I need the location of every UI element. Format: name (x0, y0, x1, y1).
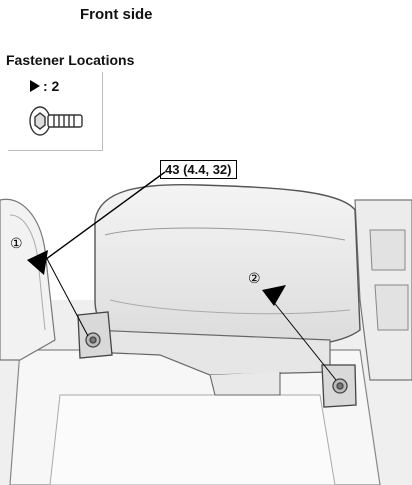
fastener-marker-2 (262, 285, 286, 306)
leader-line-2 (271, 299, 337, 381)
leader-line-1b (44, 254, 89, 337)
black-triangle-icon (30, 80, 40, 92)
left-bracket (77, 311, 113, 359)
callout-2: ② (248, 271, 261, 287)
torque-spec-label: 43 (4.4, 32) (160, 160, 237, 179)
bolt-icon (29, 106, 83, 136)
fastener-legend: : 2 (8, 72, 103, 151)
right-bracket (321, 364, 357, 408)
fastener-marker-1 (27, 250, 48, 275)
page-heading: Front side (80, 6, 153, 23)
legend-count: : 2 (43, 78, 60, 94)
section-title: Fastener Locations (6, 52, 135, 68)
seat-cushion (94, 183, 361, 347)
callout-1: ① (10, 236, 23, 252)
leader-line-1 (37, 171, 166, 266)
legend-key: : 2 (30, 78, 59, 94)
left-trim (0, 198, 56, 361)
